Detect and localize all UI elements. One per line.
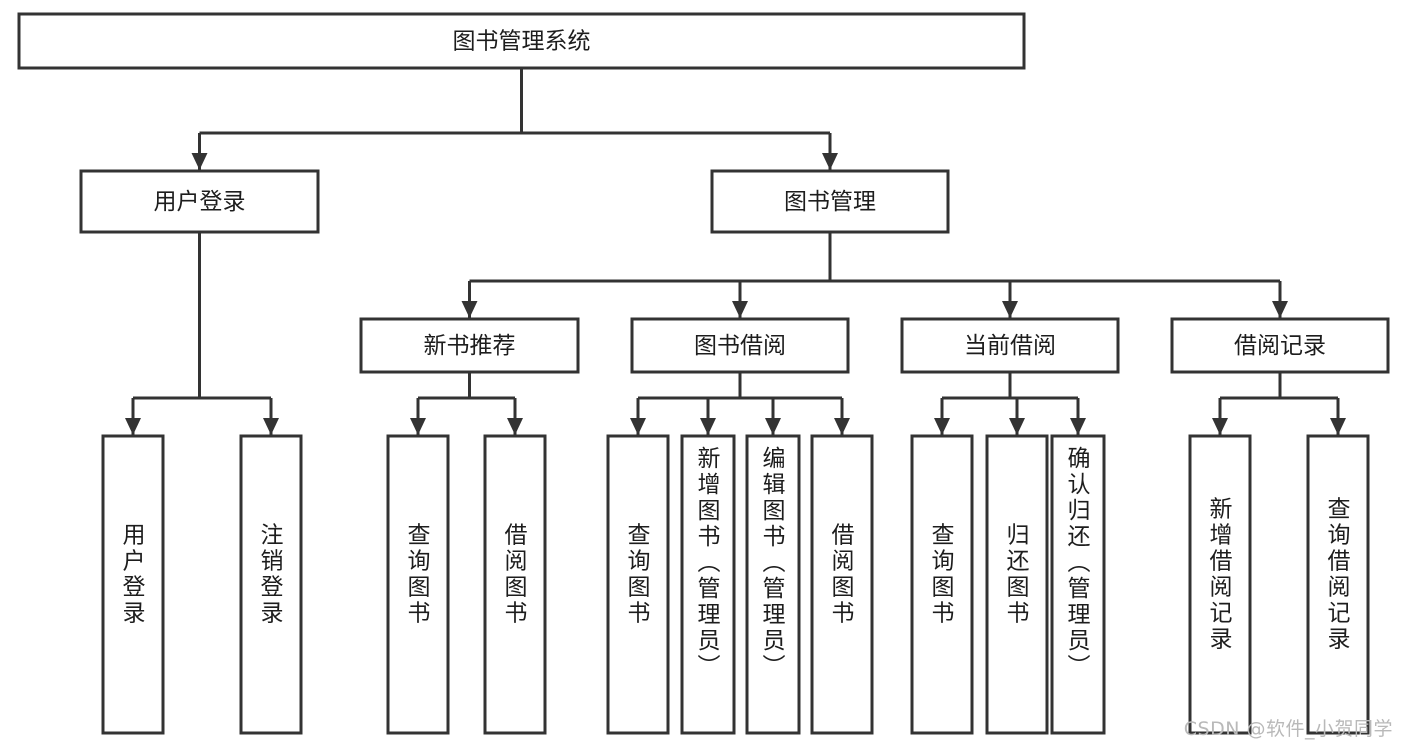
node-box (1306, 434, 1370, 735)
node-leaf-logout[interactable]: 注销登录 (239, 434, 303, 735)
node-label: 新增借阅记录 (1210, 497, 1233, 653)
node-box (79, 169, 320, 234)
node-label: 借阅记录 (1234, 333, 1326, 359)
node-box (606, 434, 670, 735)
node-leaf-user-login[interactable]: 用户登录 (101, 434, 165, 735)
node-login[interactable]: 用户登录 (79, 169, 320, 234)
node-label: 新书推荐 (424, 333, 516, 359)
connector-group-login (125, 232, 279, 435)
watermark-text: CSDN @软件_小贺同学 (1183, 718, 1393, 740)
node-leaf-query-book-2[interactable]: 查询图书 (606, 434, 670, 735)
node-label: 编辑图书︵管理员︶ (763, 446, 786, 680)
node-box (17, 12, 1026, 70)
node-leaf-query-book-1[interactable]: 查询图书 (386, 434, 450, 735)
arrow-head-icon (1272, 301, 1288, 318)
node-current[interactable]: 当前借阅 (900, 317, 1120, 374)
arrow-head-icon (410, 418, 426, 435)
node-label: 当前借阅 (964, 333, 1056, 359)
connector-layer (125, 68, 1346, 435)
node-box (710, 169, 950, 234)
arrow-head-icon (1070, 418, 1086, 435)
node-leaf-confirm-return[interactable]: 确认归还︵管理员︶ (1050, 434, 1106, 735)
node-label: 图书管理 (784, 189, 876, 215)
node-box (386, 434, 450, 735)
arrow-head-icon (630, 418, 646, 435)
node-box (900, 317, 1120, 374)
arrow-head-icon (732, 301, 748, 318)
node-box (985, 434, 1049, 735)
node-label: 借阅图书 (832, 523, 855, 627)
node-box (630, 317, 850, 374)
connector-group-current (934, 372, 1086, 435)
arrow-head-icon (700, 418, 716, 435)
node-leaf-return-book[interactable]: 归还图书 (985, 434, 1049, 735)
node-label: 注销登录 (261, 523, 284, 627)
node-box (1050, 434, 1106, 735)
arrow-head-icon (191, 153, 208, 170)
arrow-head-icon (765, 418, 781, 435)
node-box (101, 434, 165, 735)
node-borrow[interactable]: 图书借阅 (630, 317, 850, 374)
node-leaf-borrow-book-1[interactable]: 借阅图书 (483, 434, 547, 735)
node-box (359, 317, 580, 374)
node-box (1170, 317, 1390, 374)
node-label: 查询图书 (408, 523, 431, 627)
node-box (745, 434, 801, 735)
node-label: 归还图书 (1007, 523, 1030, 627)
node-leaf-query-record[interactable]: 查询借阅记录 (1306, 434, 1370, 735)
node-record[interactable]: 借阅记录 (1170, 317, 1390, 374)
node-layer: 图书管理系统用户登录图书管理新书推荐图书借阅当前借阅借阅记录用户登录注销登录查询… (17, 12, 1390, 735)
node-label: 借阅图书 (505, 523, 528, 627)
node-box (680, 434, 736, 735)
node-label: 图书借阅 (694, 333, 786, 359)
node-label: 确认归还︵管理员︶ (1068, 446, 1091, 680)
node-box (483, 434, 547, 735)
node-label: 用户登录 (123, 523, 146, 627)
arrow-head-icon (834, 418, 850, 435)
arrow-head-icon (1212, 418, 1228, 435)
node-bookmgmt[interactable]: 图书管理 (710, 169, 950, 234)
connector-group-borrow (630, 372, 850, 435)
connector-group-bookmgmt (461, 232, 1288, 318)
arrow-head-icon (461, 301, 478, 318)
connector-group-record (1212, 372, 1346, 435)
node-label: 图书管理系统 (453, 29, 591, 55)
node-leaf-query-book-3[interactable]: 查询图书 (910, 434, 974, 735)
node-newbook[interactable]: 新书推荐 (359, 317, 580, 374)
arrow-head-icon (507, 418, 523, 435)
node-leaf-add-record[interactable]: 新增借阅记录 (1188, 434, 1252, 735)
arrow-head-icon (1009, 418, 1025, 435)
node-box (810, 434, 874, 735)
node-box (239, 434, 303, 735)
arrow-head-icon (125, 418, 141, 435)
node-leaf-borrow-book-2[interactable]: 借阅图书 (810, 434, 874, 735)
node-leaf-add-book[interactable]: 新增图书︵管理员︶ (680, 434, 736, 735)
connector-group-newbook (410, 372, 523, 435)
arrow-head-icon (822, 153, 838, 170)
node-label: 查询图书 (932, 523, 955, 627)
connector-group-root (191, 68, 838, 170)
node-box (1188, 434, 1252, 735)
arrow-head-icon (1002, 301, 1018, 318)
node-label: 用户登录 (154, 189, 246, 215)
node-leaf-edit-book[interactable]: 编辑图书︵管理员︶ (745, 434, 801, 735)
node-label: 查询借阅记录 (1328, 497, 1351, 653)
node-label: 查询图书 (628, 523, 651, 627)
node-label: 新增图书︵管理员︶ (698, 446, 721, 680)
node-root[interactable]: 图书管理系统 (17, 12, 1026, 70)
arrow-head-icon (1330, 418, 1346, 435)
node-box (910, 434, 974, 735)
arrow-head-icon (934, 418, 950, 435)
arrow-head-icon (263, 418, 279, 435)
